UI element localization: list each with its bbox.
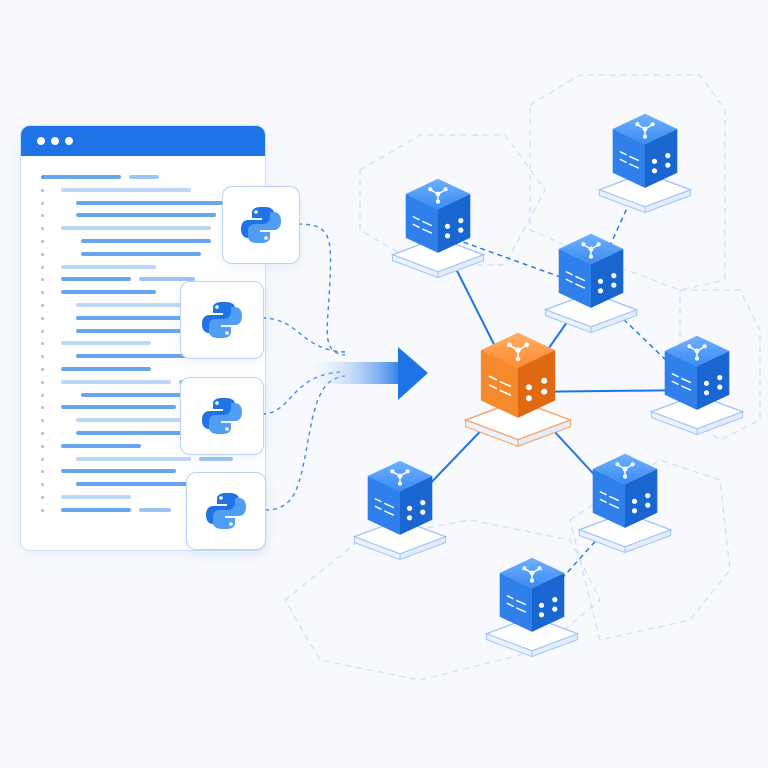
line-gutter-marker [41,214,44,218]
code-line [61,264,156,269]
code-line [81,239,211,243]
network-node-cube-icon [484,557,580,658]
central-node-cube-icon [463,332,573,448]
line-gutter-marker [41,304,44,307]
code-line [61,226,211,231]
hexagon-outline [359,134,546,266]
code-token [139,507,171,512]
line-gutter-marker [41,240,44,243]
line-gutter-marker [41,278,44,282]
connector-line [261,371,341,415]
line-gutter-marker [41,406,44,410]
code-line [61,277,131,282]
line-gutter-marker [41,329,44,333]
line-gutter-marker [41,265,44,269]
line-gutter-marker [41,457,44,461]
network-node-cube-icon [543,233,639,334]
python-logo-icon [198,296,246,344]
code-line [61,495,131,499]
line-gutter-marker [41,368,44,371]
code-line [61,405,176,410]
connector-line [264,375,346,511]
line-gutter-marker [41,342,44,346]
code-line [76,456,191,461]
window-dot-icon [51,137,59,145]
code-line [61,469,176,474]
code-line [76,303,211,307]
window-dot-icon [37,137,45,145]
code-line [76,354,191,359]
line-gutter-marker [41,508,44,512]
code-line [76,213,216,218]
connector-line [297,223,346,356]
hexagon-outline [529,74,726,291]
line-gutter-marker [41,227,44,231]
code-token [139,277,195,282]
line-gutter-marker [41,355,44,359]
line-gutter-marker [41,252,44,256]
flow-arrow [300,347,428,400]
code-line [61,290,156,295]
network-edge [590,287,698,391]
code-line [81,251,201,256]
network-node-cube-icon [597,113,693,214]
line-gutter-marker [41,444,44,448]
python-module-card [186,472,266,550]
line-gutter-marker [41,380,44,384]
code-line [61,443,141,448]
line-gutter-marker [41,419,44,423]
line-gutter-marker [41,432,44,435]
python-logo-icon [202,487,250,535]
arrow-right-icon [398,347,428,400]
code-token [129,175,159,179]
code-line [41,175,121,179]
network-node-cube-icon [649,335,745,436]
line-gutter-marker [41,201,44,205]
line-gutter-marker [41,188,44,192]
code-line [61,379,171,384]
code-line [61,367,151,371]
code-line [76,482,211,487]
code-line [76,200,226,205]
network-node-cube-icon [577,453,673,554]
python-logo-icon [237,201,285,249]
python-logo-icon [198,392,246,440]
line-gutter-marker [41,291,44,295]
code-line [61,507,131,512]
line-gutter-marker [41,470,44,474]
code-line [61,187,191,192]
python-module-card [180,377,264,455]
network-node-cube-icon [352,460,448,561]
window-dot-icon [65,137,73,145]
code-line [61,341,151,346]
network-node-cube-icon [390,178,486,279]
code-line [76,418,211,423]
line-gutter-marker [41,316,44,320]
code-line [81,392,196,397]
code-area [21,156,265,550]
code-token [199,456,233,461]
code-line [76,431,191,435]
line-gutter-marker [41,483,44,487]
editor-title-bar [21,126,265,156]
code-line [76,315,196,320]
connector-line [261,317,346,353]
python-module-card [222,186,300,264]
line-gutter-marker [41,496,44,499]
code-line [76,328,196,333]
hexagon-outline [569,459,731,641]
line-gutter-marker [41,393,44,397]
python-module-card [180,281,264,359]
